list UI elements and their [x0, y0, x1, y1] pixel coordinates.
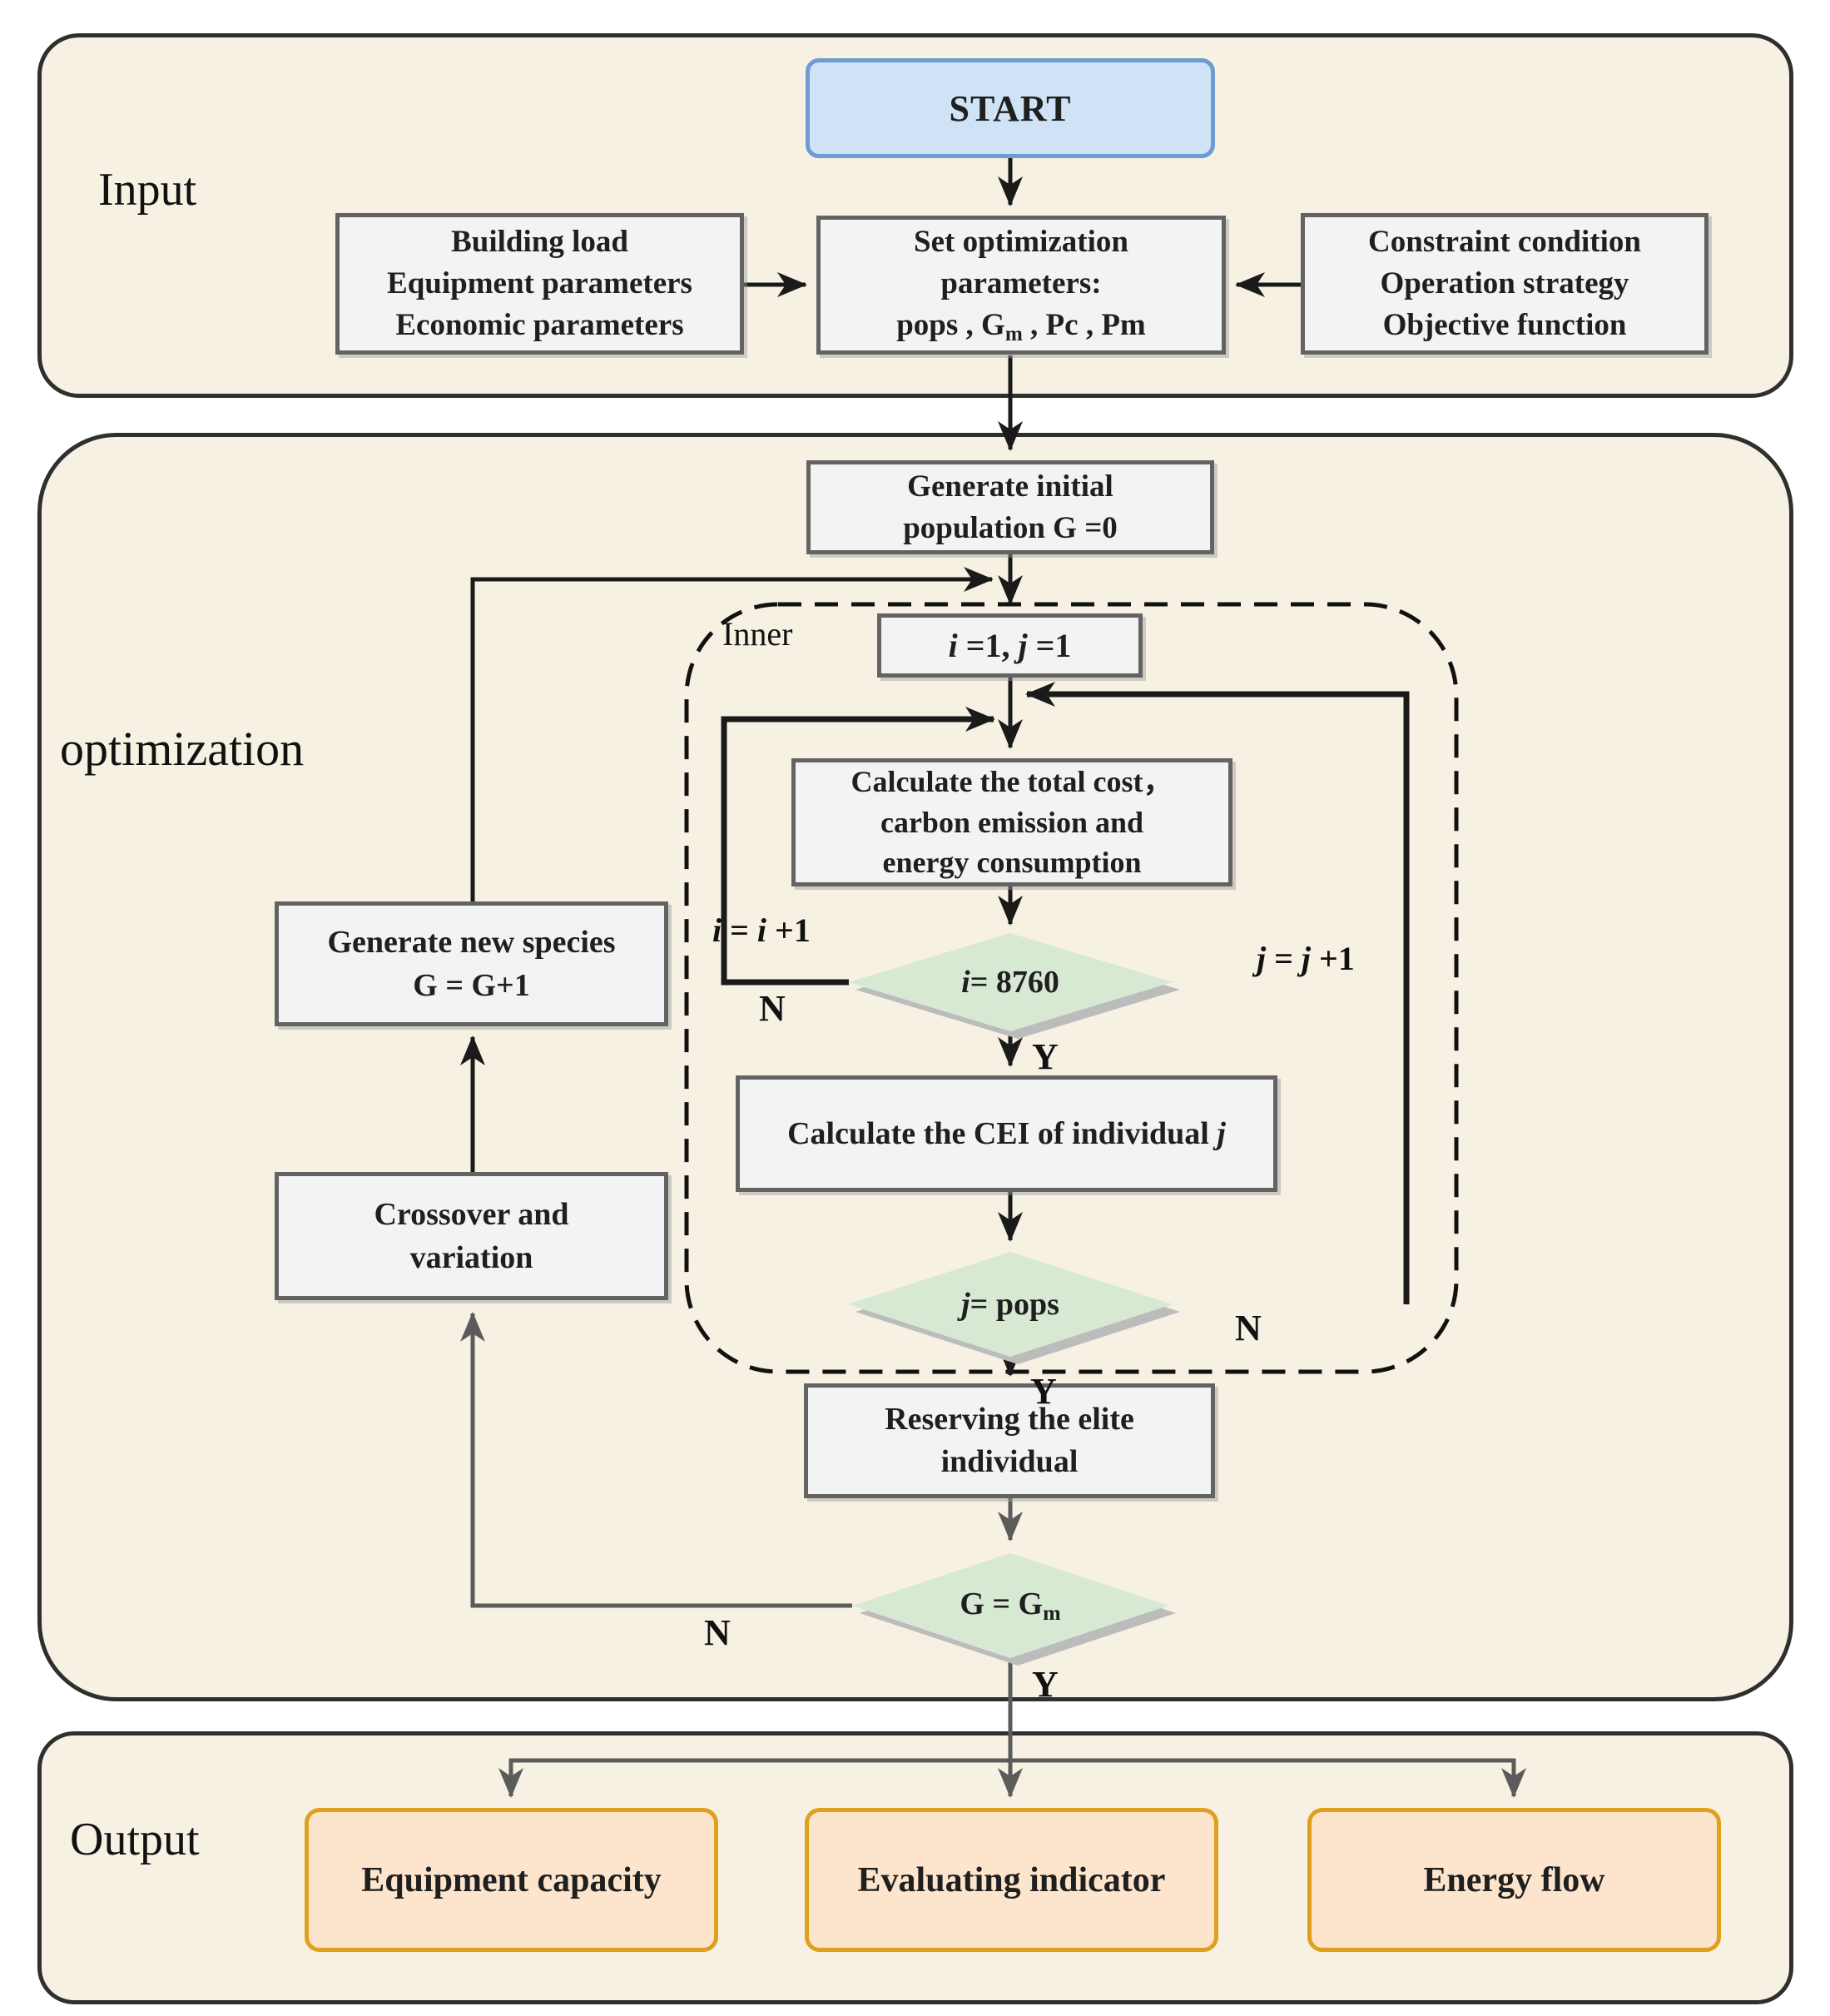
- crossover-line1: Crossover and: [374, 1196, 569, 1232]
- building-load-line1: Building load: [451, 224, 628, 259]
- set-params-line3: pops , Gm , Pc , Pm: [896, 305, 1146, 349]
- constraint-line2: Operation strategy: [1380, 266, 1629, 300]
- decision-i8760: i = 8760: [848, 933, 1180, 1039]
- jpops-rest: = pops: [970, 1287, 1059, 1322]
- jpops-yes-label: Y: [1030, 1371, 1057, 1412]
- generate-species-node: Generate new species G = G+1: [275, 901, 668, 1026]
- generate-initial-line2: population G =0: [903, 510, 1118, 545]
- decision-jpops: j = pops: [848, 1252, 1180, 1364]
- output-equipment-node: Equipment capacity: [305, 1808, 718, 1952]
- set-params-gm-subscript: m: [1004, 323, 1023, 346]
- j-inc-a: j: [1257, 940, 1267, 977]
- generate-species-line1: Generate new species: [327, 924, 616, 960]
- reserving-node: Reserving the elite individual: [804, 1383, 1215, 1498]
- calc-cost-line3: energy consumption: [882, 846, 1142, 880]
- set-params-line3-pre: pops , G: [896, 308, 1005, 343]
- i8760-rest: = 8760: [970, 965, 1059, 1000]
- edge-jloop-return: [1025, 682, 1410, 1304]
- output-equipment-label: Equipment capacity: [361, 1860, 662, 1899]
- init-ij-node: i =1, j =1: [877, 613, 1143, 678]
- i-increment-label: i = i +1: [712, 911, 811, 950]
- jpops-j-var: j: [961, 1287, 970, 1322]
- decision-i8760-label: i = 8760: [848, 933, 1173, 1031]
- crossover-line2: variation: [409, 1240, 533, 1275]
- set-params-line3-post: , Pc , Pm: [1022, 308, 1146, 343]
- i-inc-c: i: [756, 911, 767, 949]
- i-inc-b: =: [722, 911, 757, 949]
- generate-initial-node: Generate initial population G =0: [806, 460, 1214, 554]
- start-label: START: [949, 87, 1072, 129]
- calc-cei-node: Calculate the CEI of individual j: [736, 1075, 1277, 1192]
- ggm-yes-label: Y: [1032, 1664, 1059, 1705]
- decision-ggm-label: G = Gm: [852, 1553, 1168, 1658]
- generate-species-line2: G = G+1: [413, 968, 530, 1003]
- i8760-yes-label: Y: [1032, 1036, 1059, 1077]
- inner-loop-dashed-border: [684, 602, 1459, 1374]
- output-section-label: Output: [70, 1814, 200, 1865]
- i8760-i-var: i: [961, 965, 970, 1000]
- building-load-node: Building load Equipment parameters Econo…: [335, 213, 744, 355]
- init-ij-mid: =1,: [957, 627, 1019, 664]
- calc-cost-node: Calculate the total cost， carbon emissio…: [791, 758, 1232, 886]
- ggm-no-label: N: [704, 1612, 731, 1653]
- edge-iloop-return: [721, 707, 995, 986]
- output-indicator-node: Evaluating indicator: [805, 1808, 1218, 1952]
- calc-cost-line1: Calculate the total cost，: [851, 764, 1173, 798]
- building-load-line3: Economic parameters: [395, 308, 684, 343]
- calc-cei-j-var: j: [1217, 1116, 1226, 1151]
- ggm-subscript: m: [1043, 1601, 1061, 1626]
- i-inc-a: i: [712, 911, 722, 949]
- generate-initial-line1: Generate initial: [907, 469, 1113, 504]
- output-energy-label: Energy flow: [1423, 1860, 1605, 1899]
- jpops-no-label: N: [1235, 1308, 1262, 1348]
- calc-cei-text: Calculate the CEI of individual: [787, 1116, 1218, 1151]
- constraint-node: Constraint condition Operation strategy …: [1301, 213, 1708, 355]
- edge-genspecies-loopback: [470, 567, 994, 901]
- output-energy-node: Energy flow: [1307, 1808, 1721, 1952]
- set-params-line1: Set optimization: [914, 224, 1128, 259]
- decision-ggm: G = Gm: [852, 1553, 1176, 1666]
- ggm-text: G = Gm: [960, 1586, 1061, 1626]
- start-node: START: [806, 58, 1215, 158]
- calc-cost-line2: carbon emission and: [880, 805, 1144, 839]
- input-section-label: Input: [98, 164, 197, 216]
- set-params-line2: parameters:: [940, 266, 1102, 300]
- output-indicator-label: Evaluating indicator: [857, 1860, 1166, 1899]
- init-j-var: j: [1018, 627, 1028, 664]
- init-ij-label: i =1, j =1: [949, 626, 1072, 665]
- calc-cei-label: Calculate the CEI of individual j: [787, 1115, 1226, 1152]
- crossover-node: Crossover and variation: [275, 1172, 668, 1300]
- j-increment-label: j = j +1: [1257, 939, 1355, 978]
- j-inc-d: +1: [1311, 940, 1355, 977]
- i8760-no-label: N: [759, 988, 786, 1029]
- j-inc-c: j: [1301, 940, 1312, 977]
- edge-branch-to-energyflow: [1010, 1758, 1526, 1798]
- decision-jpops-label: j = pops: [848, 1252, 1173, 1357]
- edge-branch-to-equipment: [498, 1758, 1010, 1798]
- optimization-section-label: optimization: [60, 722, 305, 776]
- building-load-line2: Equipment parameters: [387, 266, 692, 300]
- edge-ggm-no-to-crossover: [460, 1312, 852, 1608]
- set-params-node: Set optimization parameters: pops , Gm ,…: [816, 216, 1226, 355]
- inner-loop-label: Inner: [722, 615, 793, 653]
- init-i-var: i: [948, 627, 958, 664]
- constraint-line1: Constraint condition: [1368, 224, 1641, 259]
- reserving-line2: individual: [940, 1444, 1079, 1479]
- reserving-line1: Reserving the elite: [885, 1401, 1134, 1437]
- j-inc-b: =: [1266, 940, 1302, 977]
- init-ij-end: =1: [1027, 627, 1072, 664]
- i-inc-d: +1: [766, 911, 811, 949]
- constraint-line3: Objective function: [1382, 308, 1627, 343]
